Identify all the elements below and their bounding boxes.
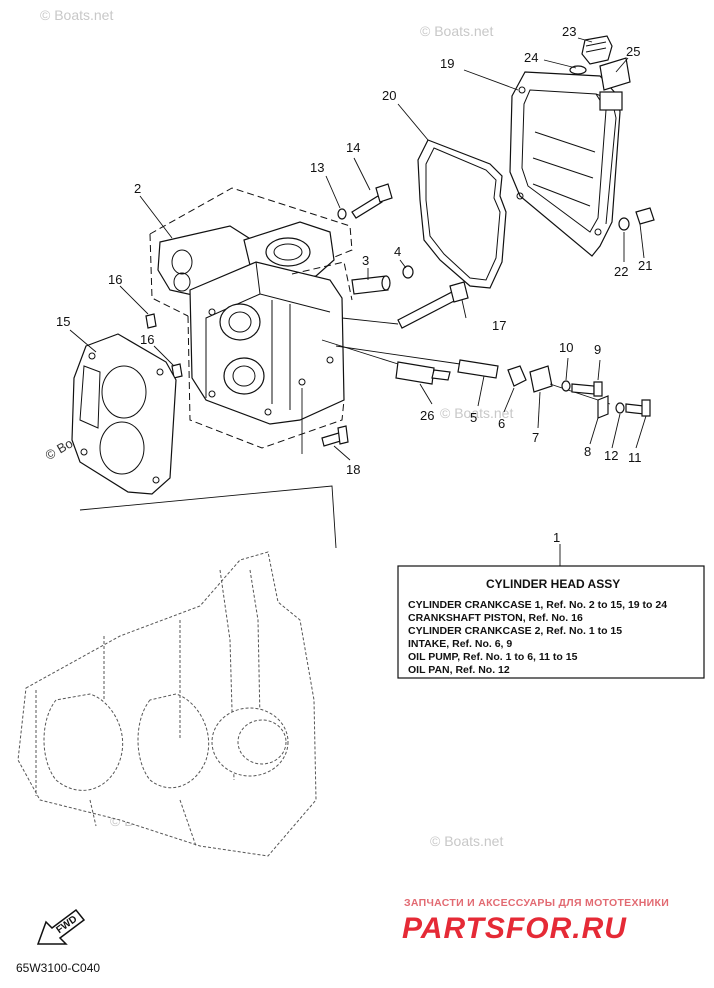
callout-label: 25 [626, 44, 640, 59]
callout-label: 5 [470, 410, 477, 425]
callout-label: 20 [382, 88, 396, 103]
brand-watermark: ЗАПЧАСТИ И АКСЕССУАРЫ ДЛЯ МОТОТЕХНИКИ PA… [402, 897, 669, 945]
callout-label: 8 [584, 444, 591, 459]
bolt-18-drawing [321, 425, 349, 447]
assy-box-line: OIL PUMP, Ref. No. 1 to 6, 11 to 15 [408, 651, 578, 663]
part-7-drawing [529, 365, 611, 405]
dowel-3-drawing [351, 265, 414, 295]
callout-label: 21 [638, 258, 652, 273]
part-5-drawing [335, 345, 499, 379]
callout-label: 16 [140, 332, 154, 347]
assy-box-title: CYLINDER HEAD ASSY [486, 577, 620, 591]
callouts: 1 2 3 4 5 6 7 8 9 10 11 12 13 14 15 16 1… [56, 24, 652, 545]
callout-label: 23 [562, 24, 576, 39]
cylinder-head-drawing [187, 261, 353, 454]
callout-label: 15 [56, 314, 70, 329]
callout-label: 19 [440, 56, 454, 71]
callout-label: 12 [604, 448, 618, 463]
long-bolt-17-drawing [341, 281, 469, 329]
callout-label: 9 [594, 342, 601, 357]
crankcase-ghost-drawing [17, 485, 337, 857]
watermark-text: © Boats.net [430, 833, 503, 849]
cover-gasket-drawing [417, 139, 507, 289]
assy-box-line: CRANKSHAFT PISTON, Ref. No. 16 [408, 612, 583, 624]
fwd-arrow-icon: FWD [36, 908, 86, 945]
assy-box-line: OIL PAN, Ref. No. 12 [408, 664, 510, 676]
callout-label: 1 [553, 530, 560, 545]
brand-logo: PARTSFOR.RU [402, 912, 627, 945]
callout-label: 16 [108, 272, 122, 287]
assy-box-line: INTAKE, Ref. No. 6, 9 [408, 638, 512, 650]
bolt-14-drawing [337, 183, 393, 220]
callout-label: 14 [346, 140, 360, 155]
cover-bolt-drawing [618, 207, 655, 231]
part-6-drawing [507, 365, 527, 387]
callout-label: 13 [310, 160, 324, 175]
callout-label: 4 [394, 244, 401, 259]
watermark-text: © Boats.net [40, 7, 113, 23]
callout-label: 6 [498, 416, 505, 431]
watermark-text: © Boats.net [420, 23, 493, 39]
callout-label: 26 [420, 408, 434, 423]
bolt-9-drawing [561, 380, 603, 397]
callout-label: 18 [346, 462, 360, 477]
spark-plug-drawing [321, 339, 451, 385]
dowel-pins-drawing [145, 313, 183, 379]
brand-tagline: ЗАПЧАСТИ И АКСЕССУАРЫ ДЛЯ МОТОТЕХНИКИ [404, 897, 669, 909]
callout-label: 10 [559, 340, 573, 355]
assy-reference-box: CYLINDER HEAD ASSY CYLINDER CRANKCASE 1,… [397, 565, 705, 679]
diagram-code: 65W3100-C040 [16, 961, 100, 975]
cylinder-head-cover-drawing [509, 71, 623, 257]
callout-label: 24 [524, 50, 538, 65]
assy-box-line: CYLINDER CRANKCASE 2, Ref. No. 1 to 15 [408, 625, 622, 637]
assy-box-line: CYLINDER CRANKCASE 1, Ref. No. 2 to 15, … [408, 599, 667, 611]
callout-label: 3 [362, 253, 369, 268]
oil-filler-cap-drawing [569, 35, 631, 91]
leader-lines [69, 37, 647, 566]
callout-label: 11 [628, 450, 642, 465]
callout-label: 17 [492, 318, 506, 333]
part-8-drawing [597, 395, 651, 419]
callout-label: 2 [134, 181, 141, 196]
head-gasket-drawing [71, 333, 177, 495]
callout-label: 7 [532, 430, 539, 445]
watermark-text: © Boats.net [440, 405, 513, 421]
callout-label: 22 [614, 264, 628, 279]
